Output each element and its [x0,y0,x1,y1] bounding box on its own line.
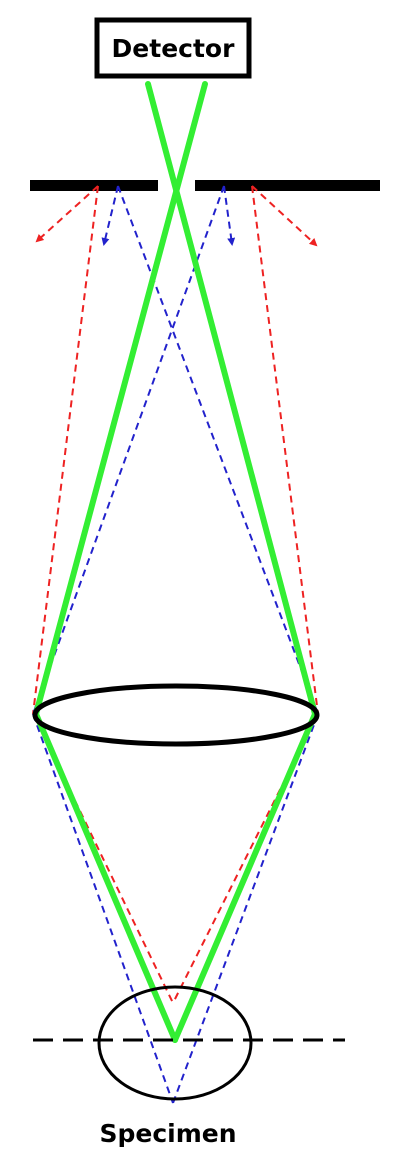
blue-reflect-arrow-right [223,185,236,246]
detector-box [94,17,252,79]
blue-ray-lower-left [32,713,174,1104]
aperture-plate-left [30,180,158,191]
blue-reflect-arrow-left [101,185,119,246]
blue-rays [32,185,319,1104]
blue-ray-upper-right [32,185,225,715]
specimen-group: Specimen [33,985,345,1148]
green-ray-upper-left [33,81,208,717]
red-ray-upper-right [251,185,319,715]
detector-label: Detector [112,34,236,63]
red-reflect-arrow-right [251,185,318,247]
objective-lens [32,683,320,747]
specimen-label: Specimen [99,1119,236,1148]
blue-ray-lower-right [172,713,319,1104]
red-ray-upper-left [32,185,99,715]
red-reflect-arrow-left [35,185,99,243]
aperture-plate-right [195,180,380,191]
green-rays [33,81,318,1043]
blue-ray-upper-left [117,185,319,715]
green-ray-lower-left [33,711,178,1043]
specimen-ellipse [97,985,253,1101]
detector: Detector [94,17,252,79]
green-ray-lower-right [172,711,318,1043]
pinhole-aperture [30,180,380,191]
green-ray-upper-right [145,81,318,717]
